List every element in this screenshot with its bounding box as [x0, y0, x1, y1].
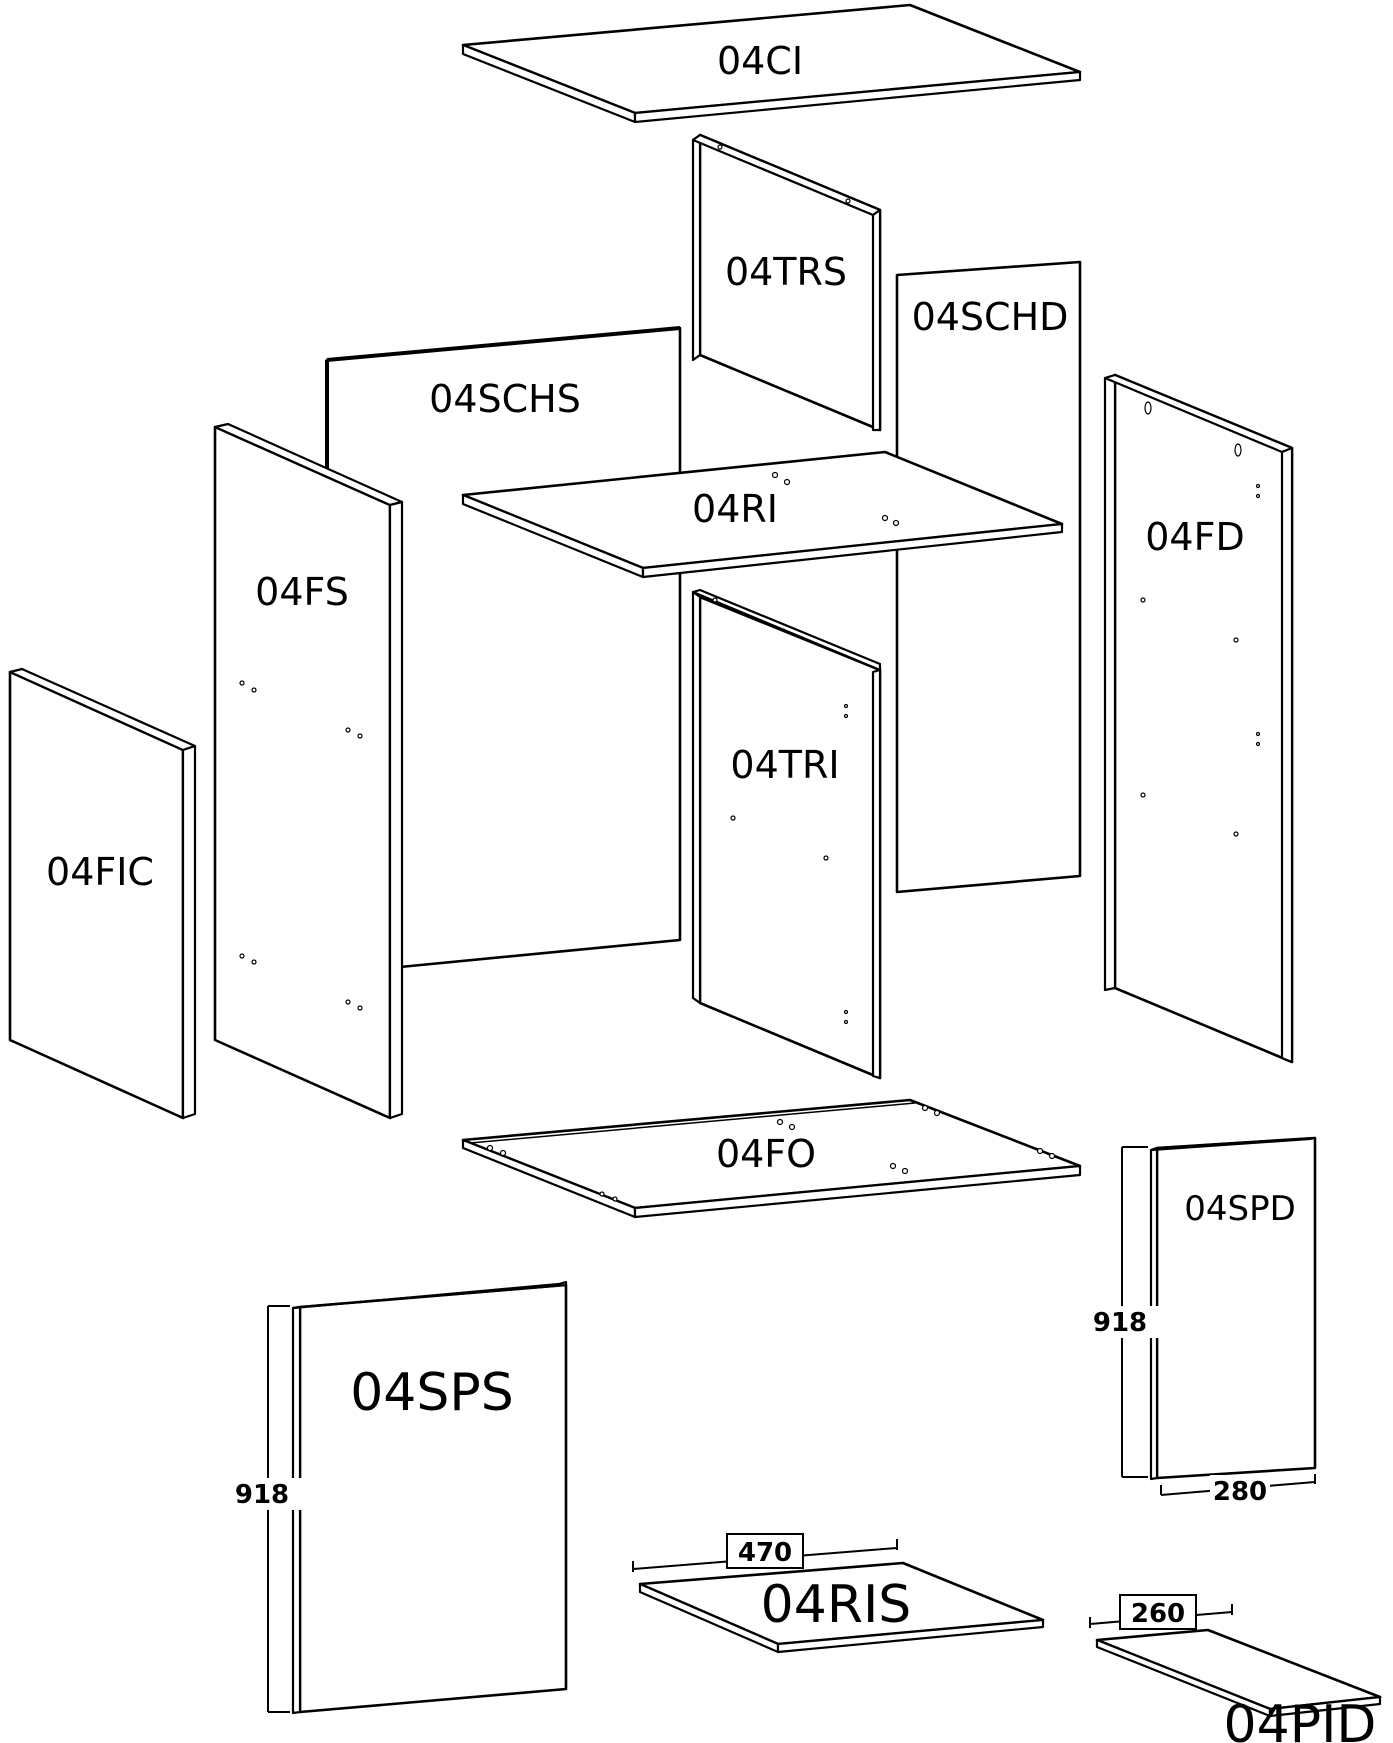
panel-04pid: 04PID 260	[1089, 1594, 1382, 1743]
label-04spd: 04SPD	[1184, 1189, 1296, 1229]
dimension-04ris-width: 470	[632, 1533, 898, 1572]
panel-04fd: 04FD	[1103, 373, 1294, 1064]
label-04ri: 04RI	[692, 487, 778, 531]
panel-04ci: 04CI	[461, 3, 1082, 124]
panel-04spd: 04SPD 918 280	[1085, 1136, 1317, 1507]
label-04tri: 04TRI	[730, 743, 839, 787]
label-04sps: 04SPS	[350, 1363, 514, 1423]
panel-04fs: 04FS	[213, 422, 404, 1120]
panel-04ris: 04RIS 470	[632, 1533, 1045, 1654]
dimension-04sps-height: 918	[228, 1305, 302, 1713]
label-04fic: 04FIC	[46, 850, 154, 894]
label-04ci: 04CI	[717, 39, 803, 83]
label-04pid: 04PID	[1224, 1695, 1377, 1743]
dimension-04spd-height: 918	[1085, 1146, 1159, 1478]
panel-04trs: 04TRS	[691, 133, 882, 432]
panel-04schd: 04SCHD	[895, 260, 1082, 894]
dim-04spd-width-label: 280	[1213, 1477, 1267, 1507]
label-04trs: 04TRS	[725, 250, 847, 294]
dim-04ris-width-label: 470	[738, 1538, 792, 1568]
dimension-04spd-width: 280	[1160, 1474, 1316, 1507]
panel-04sps: 04SPS 918	[228, 1280, 568, 1715]
dim-04pid-width-label: 260	[1131, 1599, 1185, 1629]
label-04fo: 04FO	[716, 1132, 816, 1176]
label-04fd: 04FD	[1145, 515, 1244, 559]
dim-04sps-height-label: 918	[235, 1480, 289, 1510]
panel-04fo: 04FO	[461, 1098, 1082, 1219]
label-04schd: 04SCHD	[912, 295, 1069, 339]
panel-04fic: 04FIC	[8, 667, 197, 1120]
dimension-04pid-width: 260	[1089, 1594, 1233, 1630]
panel-04ri: 04RI	[461, 450, 1064, 579]
label-04schs: 04SCHS	[429, 377, 581, 421]
label-04ris: 04RIS	[761, 1575, 912, 1635]
label-04fs: 04FS	[255, 570, 349, 614]
panel-04tri: 04TRI	[691, 588, 882, 1080]
dim-04spd-height-label: 918	[1093, 1308, 1147, 1338]
